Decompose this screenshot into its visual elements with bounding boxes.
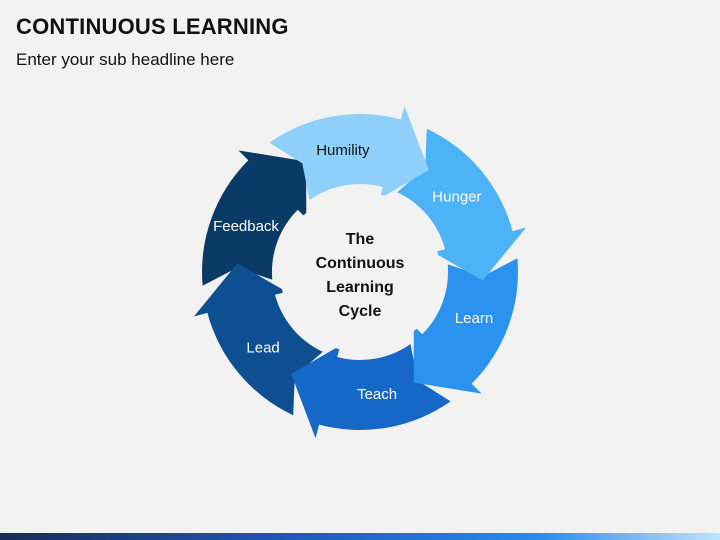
center-line-4: Cycle — [339, 303, 382, 320]
cycle-segment-lead — [193, 263, 323, 416]
cycle-segment-feedback — [202, 150, 307, 286]
cycle-label-teach: Teach — [357, 386, 397, 403]
cycle-label-learn: Learn — [455, 310, 493, 327]
cycle-label-lead: Lead — [246, 340, 279, 357]
cycle-segments — [193, 105, 527, 439]
cycle-segment-teach — [291, 344, 451, 439]
cycle-segment-hunger — [397, 128, 527, 281]
center-circle — [280, 192, 440, 352]
center-line-2: Continuous — [316, 255, 405, 272]
cycle-label-humility: Humility — [316, 142, 370, 159]
cycle-label-hunger: Hunger — [432, 188, 481, 205]
center-line-1: The — [346, 231, 375, 248]
cycle-segment-humility — [269, 105, 429, 200]
page-title: CONTINUOUS LEARNING — [16, 14, 289, 39]
cycle-label-feedback: Feedback — [213, 218, 279, 235]
bottom-accent-bar — [0, 533, 720, 540]
cycle-segment-learn — [413, 258, 518, 394]
page-subtitle: Enter your sub headline here — [16, 50, 235, 69]
center-line-3: Learning — [326, 279, 394, 296]
